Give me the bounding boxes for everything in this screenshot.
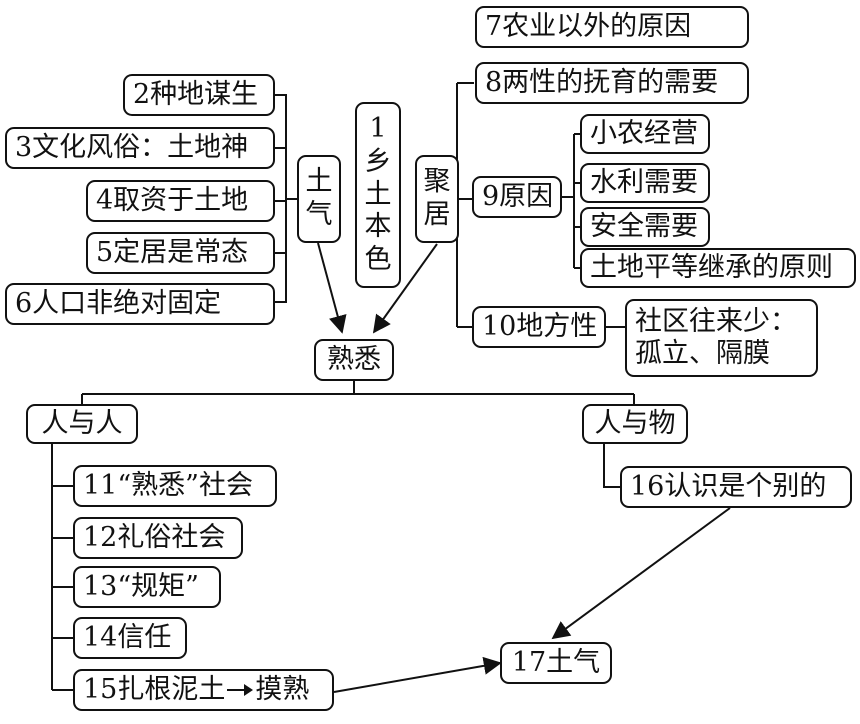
node-7: 7农业以外的原因 — [475, 6, 749, 48]
node-8: 8两性的抚育的需要 — [475, 62, 749, 104]
node-1-char: 1 — [369, 112, 387, 144]
node-3: 3文化风俗：土地神 — [5, 127, 275, 169]
split-line — [81, 381, 635, 404]
reasons-bracket-line — [562, 133, 580, 269]
arrow-16-to-17 — [551, 507, 731, 640]
node-17: 17土气 — [500, 642, 612, 684]
node-1-char: 色 — [364, 244, 392, 276]
things-line — [603, 442, 620, 488]
node-juju: 聚 居 — [415, 155, 459, 243]
node-1-root: 1 乡 土 本 色 — [355, 102, 401, 288]
node-people-things: 人与物 — [582, 404, 688, 444]
arrow-juju-to-center — [372, 243, 438, 334]
node-juju-char: 居 — [423, 199, 451, 230]
reason-inheritance: 土地平等继承的原则 — [580, 248, 856, 288]
node-10: 10地方性 — [472, 306, 606, 348]
arrow-15-to-17 — [333, 656, 502, 693]
node-1-char: 乡 — [364, 145, 392, 177]
node-11: 11“熟悉”社会 — [73, 465, 277, 507]
node-people-people: 人与人 — [26, 404, 138, 444]
node-12: 12礼俗社会 — [73, 517, 243, 559]
reason-safety: 安全需要 — [580, 207, 710, 247]
node-2: 2种地谋生 — [123, 74, 275, 116]
reason-small-farming: 小农经营 — [580, 114, 710, 154]
node-shiqi: 土 气 — [297, 155, 341, 243]
node-9: 9原因 — [472, 176, 562, 218]
node-15-left: 15扎根泥土 — [83, 673, 226, 705]
locality-result-line: 孤立、隔膜 — [635, 338, 770, 369]
node-shiqi-char: 土 — [305, 166, 333, 198]
reason-water: 水利需要 — [580, 163, 710, 203]
node-6: 6人口非绝对固定 — [5, 283, 275, 325]
node-shiqi-char: 气 — [305, 199, 333, 230]
node-4: 4取资于土地 — [86, 180, 275, 222]
left-bracket-line — [274, 94, 297, 303]
locality-result-line: 社区往来少： — [635, 305, 797, 337]
node-locality-result: 社区往来少： 孤立、隔膜 — [625, 299, 818, 377]
node-14: 14信任 — [73, 617, 187, 659]
right-bracket-line — [456, 82, 474, 328]
node-juju-char: 聚 — [423, 166, 451, 198]
people-list-line — [51, 442, 73, 691]
node-15-right: 摸熟 — [255, 673, 310, 705]
node-15: 15扎根泥土 摸熟 — [73, 669, 334, 711]
node-5: 5定居是常态 — [86, 232, 275, 274]
arrow-shiqi-to-center — [317, 242, 347, 334]
node-1-char: 土 — [364, 178, 392, 210]
node-13: 13“规矩” — [73, 566, 221, 608]
node-16: 16认识是个别的 — [620, 466, 852, 508]
node-center: 熟悉 — [314, 339, 394, 381]
arrow-right-icon — [227, 684, 254, 696]
node-1-char: 本 — [364, 211, 392, 243]
